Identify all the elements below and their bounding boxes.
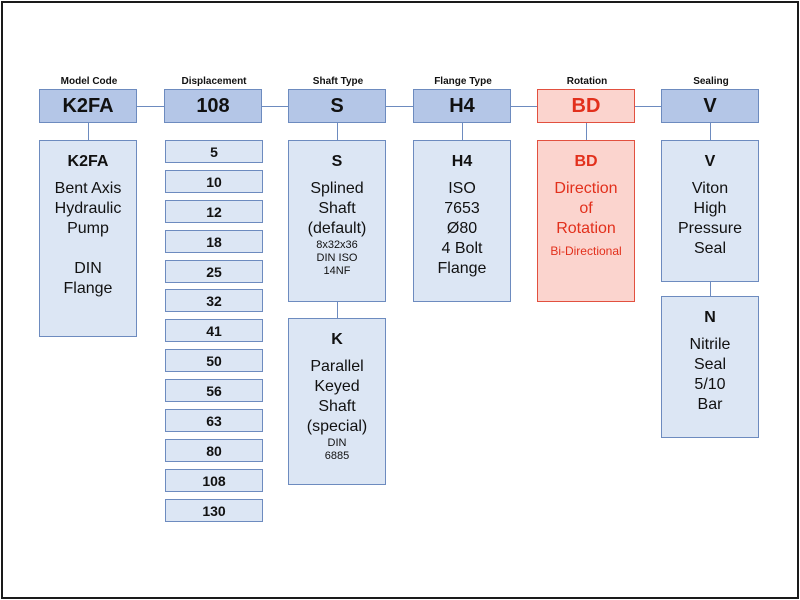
- header-connector: [635, 106, 663, 107]
- option-code: K: [331, 331, 343, 348]
- option-shaft-s: S Splined Shaft (default) 8x32x36 DIN IS…: [288, 140, 386, 302]
- header-box-flange-type: H4: [413, 89, 511, 123]
- option-rotation-bd: BD Direction of Rotation Bi-Directional: [537, 140, 635, 302]
- displacement-option: 32: [165, 289, 263, 312]
- displacement-option: 130: [165, 499, 263, 522]
- option-code: S: [331, 153, 343, 170]
- column-label-sealing: Sealing: [693, 76, 729, 87]
- displacement-option: 41: [165, 319, 263, 342]
- option-connector: [462, 123, 463, 140]
- displacement-option: 12: [165, 200, 263, 223]
- option-code: K2FA: [67, 153, 109, 170]
- header-connector: [262, 106, 289, 107]
- option-specification: 8x32x36 DIN ISO 14NF: [316, 239, 358, 277]
- displacement-option: 50: [165, 349, 263, 372]
- option-description: Direction of Rotation: [554, 180, 618, 237]
- option-flange-h4: H4 ISO 7653 Ø80 4 Bolt Flange: [413, 140, 511, 302]
- header-box-rotation: BD: [537, 89, 635, 123]
- header-connector: [386, 106, 414, 107]
- column-label-flange-type: Flange Type: [434, 76, 492, 87]
- option-connector: [337, 302, 338, 318]
- column-label-shaft-type: Shaft Type: [312, 76, 364, 87]
- option-code: BD: [574, 153, 598, 170]
- displacement-option: 63: [165, 409, 263, 432]
- header-box-model-code: K2FA: [39, 89, 137, 123]
- displacement-option: 5: [165, 140, 263, 163]
- column-label-rotation: Rotation: [566, 76, 608, 87]
- option-description: Viton High Pressure Seal: [677, 180, 743, 257]
- header-box-displacement: 108: [164, 89, 262, 123]
- option-model-k2fa: K2FA Bent Axis Hydraulic Pump DIN Flange: [39, 140, 137, 337]
- option-description: Parallel Keyed Shaft (special): [306, 358, 368, 435]
- option-connector: [586, 123, 587, 140]
- option-connector: [710, 282, 711, 296]
- option-description: Nitrile Seal 5/10 Bar: [689, 336, 731, 413]
- option-specification: DIN 6885: [324, 437, 350, 462]
- option-shaft-k: K Parallel Keyed Shaft (special) DIN 688…: [288, 318, 386, 485]
- displacement-option: 108: [165, 469, 263, 492]
- option-connector: [337, 123, 338, 140]
- option-sealing-v: V Viton High Pressure Seal: [661, 140, 759, 282]
- header-box-sealing: V: [661, 89, 759, 123]
- displacement-option: 18: [165, 230, 263, 253]
- option-code: H4: [451, 153, 473, 170]
- option-description: Bent Axis Hydraulic Pump DIN Flange: [54, 180, 122, 297]
- displacement-option: 10: [165, 170, 263, 193]
- header-box-shaft-type: S: [288, 89, 386, 123]
- displacement-option: 25: [165, 260, 263, 283]
- header-connector: [511, 106, 538, 107]
- displacement-option: 56: [165, 379, 263, 402]
- option-code: N: [704, 309, 716, 326]
- column-label-displacement: Displacement: [181, 76, 247, 87]
- option-description: ISO 7653 Ø80 4 Bolt Flange: [437, 180, 487, 277]
- option-code: V: [704, 153, 716, 170]
- option-description: Splined Shaft (default): [307, 180, 367, 237]
- option-specification: Bi-Directional: [550, 244, 622, 258]
- header-connector: [137, 106, 165, 107]
- option-connector: [710, 123, 711, 140]
- displacement-option: 80: [165, 439, 263, 462]
- column-label-model-code: Model Code: [60, 76, 118, 87]
- option-connector: [88, 123, 89, 140]
- option-sealing-n: N Nitrile Seal 5/10 Bar: [661, 296, 759, 438]
